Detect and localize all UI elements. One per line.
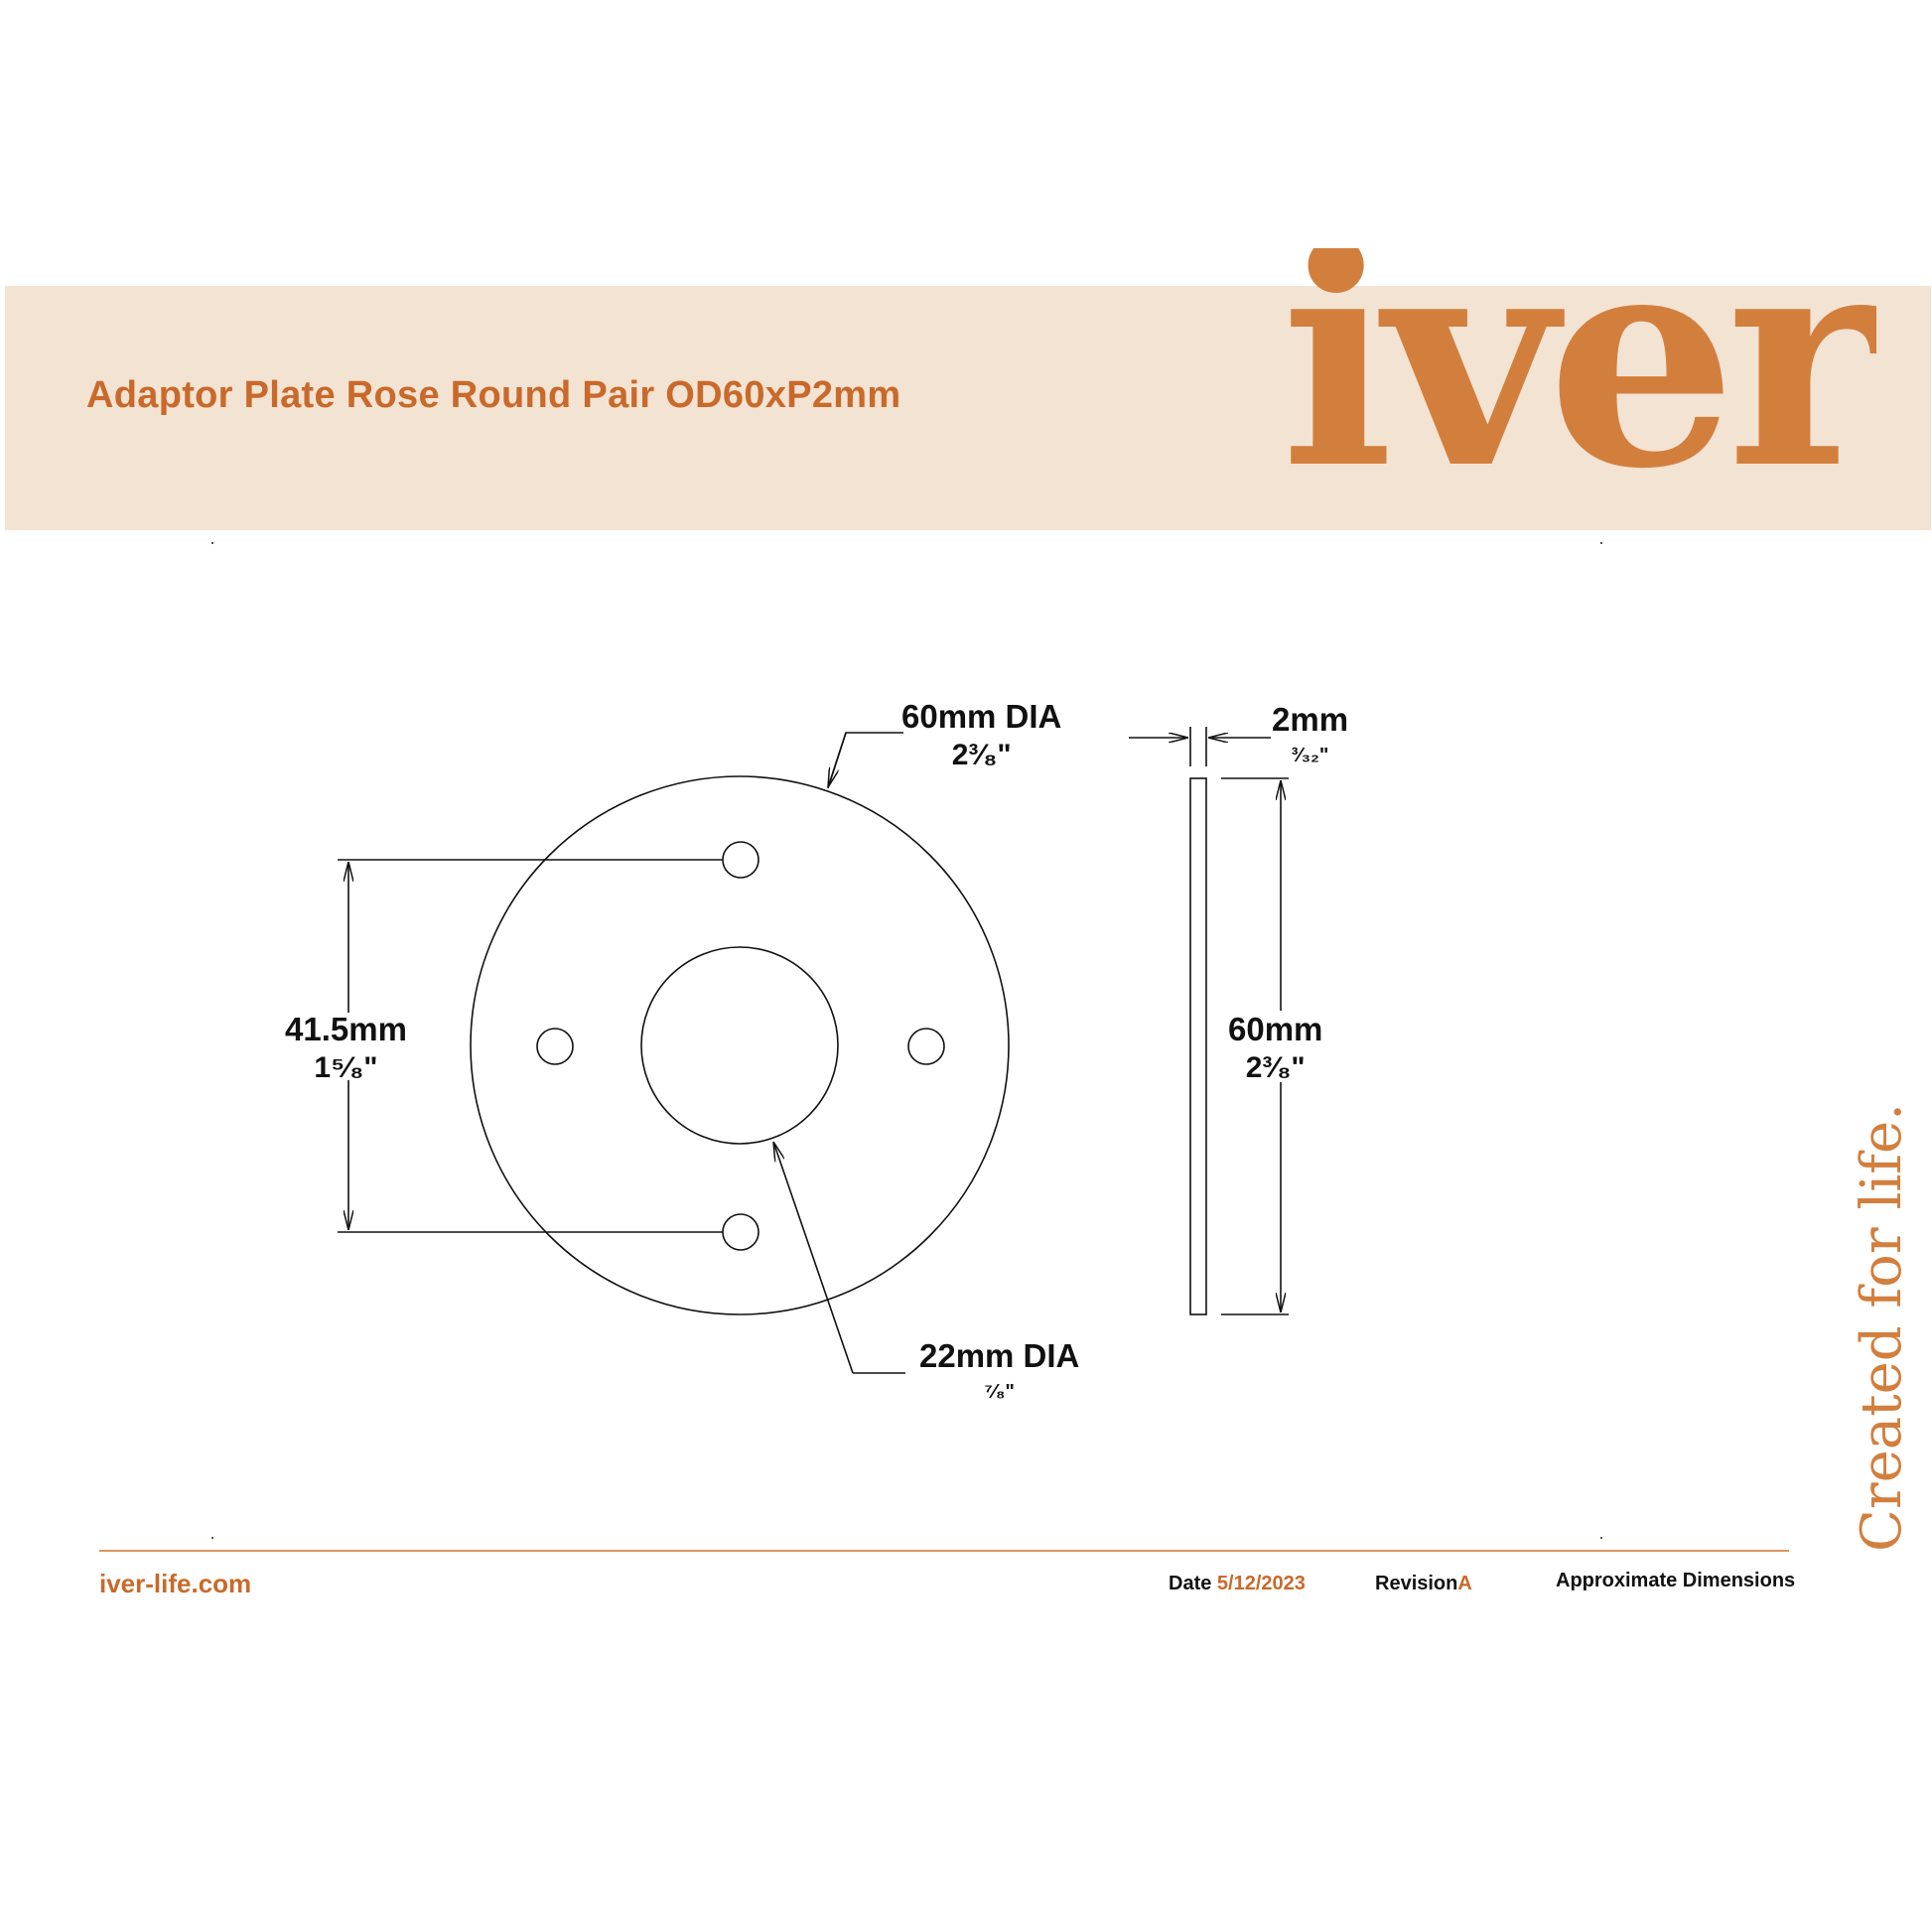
label-hole-spacing: 41.5mm 1⁵⁄₈" <box>285 1011 407 1084</box>
revision-label: Revision <box>1375 1573 1458 1594</box>
iver-logo: iver <box>1281 248 1876 530</box>
label-inner-diameter: 22mm DIA ⁷⁄₈" <box>919 1337 1080 1403</box>
date-value: 5/12/2023 <box>1216 1573 1306 1594</box>
mounting-hole-top <box>722 841 759 879</box>
revision-field: RevisionA <box>1375 1573 1472 1595</box>
revision-value: A <box>1457 1573 1472 1594</box>
mounting-hole-left <box>536 1028 574 1065</box>
registration-tick <box>211 1537 213 1539</box>
label-side-height: 60mm 2³⁄₈" <box>1228 1011 1323 1084</box>
plate-side-view <box>1189 777 1207 1315</box>
footer-divider <box>99 1550 1789 1552</box>
mounting-hole-right <box>907 1028 945 1065</box>
date-label: Date <box>1169 1573 1212 1594</box>
date-field: Date 5/12/2023 <box>1169 1573 1306 1595</box>
logo-wordmark: iver <box>1281 248 1876 530</box>
product-title: Adaptor Plate Rose Round Pair OD60xP2mm <box>86 374 901 416</box>
website-link[interactable]: iver-life.com <box>99 1569 252 1598</box>
label-thickness: 2mm ³⁄₃₂" <box>1272 701 1349 766</box>
registration-tick <box>1600 1537 1602 1539</box>
leader-outer-diameter <box>827 732 903 789</box>
label-outer-diameter: 60mm DIA 2³⁄₈" <box>901 698 1062 771</box>
plate-center-hole <box>640 946 839 1145</box>
mounting-hole-bottom <box>722 1213 759 1251</box>
plate-outer-outline <box>470 775 1010 1315</box>
registration-tick <box>211 542 213 544</box>
registration-tick <box>1600 542 1602 544</box>
header-band <box>5 286 1931 530</box>
approximate-note: Approximate Dimensions <box>1556 1570 1796 1591</box>
